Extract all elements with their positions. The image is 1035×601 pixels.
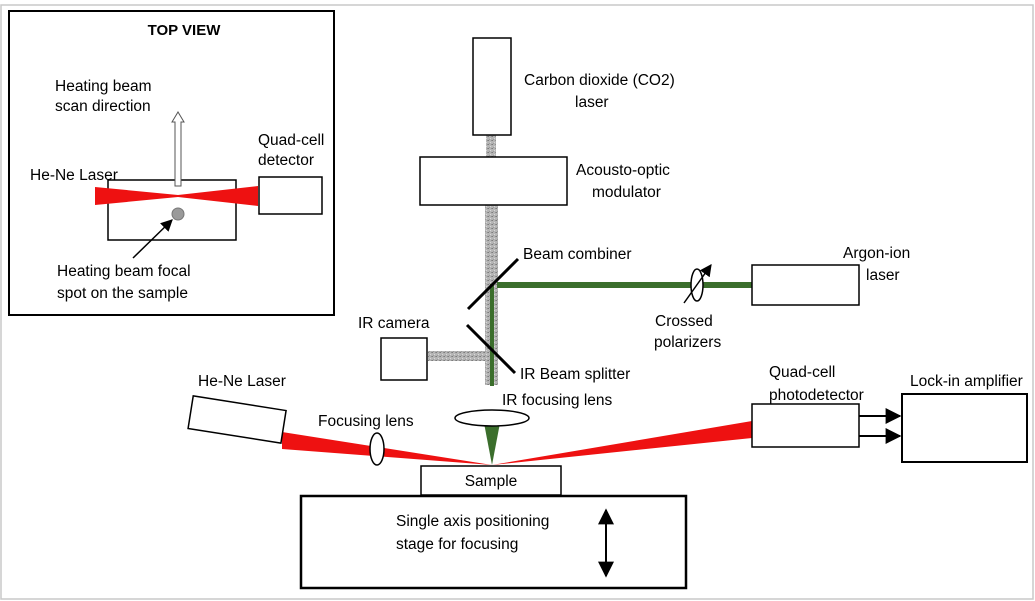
focal-spot-pointer — [132, 219, 173, 259]
ir-focusing-lens — [454, 409, 530, 427]
aom-label-2: modulator — [592, 184, 661, 201]
focusing-lens — [369, 432, 385, 466]
acousto-optic-modulator-box — [419, 156, 568, 206]
inset-title: TOP VIEW — [148, 22, 222, 39]
quad-cell-label-1: Quad-cell — [769, 364, 835, 381]
hene-laser-box — [187, 394, 287, 445]
ir-beam-splitter-label: IR Beam splitter — [520, 366, 630, 383]
aom-label-1: Acousto-optic — [576, 162, 670, 179]
inset-scan-label-1: Heating beam — [55, 78, 152, 95]
ir-beam-splitter-mirror — [465, 323, 517, 375]
inset-quad-cell-detector — [258, 176, 323, 215]
beam-combiner-mirror — [466, 257, 520, 311]
beam-combiner-label: Beam combiner — [523, 246, 632, 263]
scan-direction-arrow-icon — [171, 111, 185, 187]
stage-label-2: stage for focusing — [396, 536, 518, 553]
inset-sample-box — [107, 179, 237, 241]
sample-label: Sample — [465, 473, 518, 490]
argon-ion-laser-box — [751, 264, 860, 306]
lock-in-amplifier-box — [901, 393, 1028, 463]
stage-label-1: Single axis positioning — [396, 513, 549, 530]
inset-spot-label-2: spot on the sample — [57, 285, 188, 302]
hene-laser-label: He-Ne Laser — [198, 373, 286, 390]
polarizers-label-2: polarizers — [654, 334, 721, 351]
ir-focusing-lens-label: IR focusing lens — [502, 392, 613, 409]
hene-reflected-beam — [492, 421, 752, 465]
inset-laser-label: He-Ne Laser — [30, 167, 118, 184]
lock-in-amplifier-label: Lock-in amplifier — [910, 373, 1023, 390]
argon-beam-vertical — [490, 284, 494, 386]
ir-camera-box — [380, 337, 428, 381]
quad-cell-label-2: photodetector — [769, 387, 864, 404]
top-view-inset: TOP VIEW Heating beam scan direction He-… — [8, 10, 335, 316]
quad-cell-photodetector-box — [751, 403, 860, 448]
co2-laser-label-1: Carbon dioxide (CO2) — [524, 72, 675, 89]
inset-scan-label-2: scan direction — [55, 98, 151, 115]
inset-hene-beam — [95, 186, 258, 206]
inset-detector-label-1: Quad-cell — [258, 132, 324, 149]
polarizers-label-1: Crossed — [655, 313, 713, 330]
inset-detector-label-2: detector — [258, 152, 314, 169]
positioning-stage-box — [299, 494, 688, 590]
focused-beam-cone — [484, 423, 500, 465]
focusing-lens-label: Focusing lens — [318, 413, 414, 430]
co2-beam-upper — [486, 135, 496, 157]
co2-laser-label-2: laser — [575, 94, 609, 111]
ir-camera-beam — [428, 351, 486, 361]
co2-laser-box — [472, 37, 512, 136]
ir-camera-label: IR camera — [358, 315, 430, 332]
argon-beam-horizontal — [497, 282, 752, 288]
beams — [282, 135, 752, 465]
outer-frame — [0, 4, 1034, 600]
hene-incident-beam — [282, 432, 492, 465]
inset-spot-label-1: Heating beam focal — [57, 263, 191, 280]
polarizer-rotation-arrow-icon — [683, 264, 712, 304]
inset-frame — [8, 10, 335, 316]
focal-spot-icon — [171, 207, 185, 221]
argon-laser-label-1: Argon-ion — [843, 245, 910, 262]
argon-laser-label-2: laser — [866, 267, 900, 284]
